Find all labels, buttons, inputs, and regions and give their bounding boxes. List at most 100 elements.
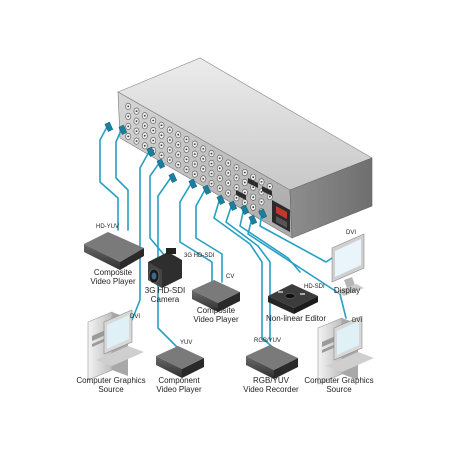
- computer-right-device: [317, 315, 374, 385]
- bnc-connector-pin: [135, 130, 138, 133]
- bnc-connector-pin: [127, 125, 130, 128]
- bnc-connector-pin: [218, 187, 221, 190]
- composite-player-2-tag: CV: [226, 274, 235, 280]
- recorder-tag: RGB/YUV: [254, 338, 282, 344]
- power-module: [272, 200, 290, 232]
- bnc-connector-pin: [193, 143, 196, 146]
- bnc-connector-pin: [143, 144, 146, 147]
- bnc-connector-pin: [193, 163, 196, 166]
- bnc-connector-pin: [210, 152, 213, 155]
- cable-editor: [239, 207, 301, 273]
- cable-composite-2b: [195, 187, 223, 283]
- bnc-connector-pin: [227, 172, 230, 174]
- bnc-connector-pin: [268, 195, 271, 198]
- composite-player-2-label-line2: Video Player: [193, 315, 239, 324]
- bnc-connector-pin: [235, 186, 238, 189]
- bnc-connector-pin: [152, 129, 155, 132]
- bnc-connector-pin: [135, 110, 138, 112]
- display-device: [331, 233, 365, 296]
- computer-right-label: Computer Graphics Source: [298, 376, 380, 394]
- cable-plug: [216, 194, 226, 205]
- composite-player-1-label-line2: Video Player: [90, 277, 136, 286]
- cable-plug: [248, 214, 258, 225]
- bnc-connector-pin: [260, 191, 263, 193]
- bnc-connector-pin: [152, 139, 155, 142]
- bnc-connector-pin: [227, 162, 230, 164]
- bnc-connector-pin: [193, 173, 196, 176]
- component-video-player-device: [156, 346, 204, 378]
- bnc-connector-pin: [177, 143, 180, 146]
- composite-player-1-label: Composite Video Player: [78, 268, 148, 286]
- bnc-connector-pin: [168, 129, 171, 131]
- computer-right-label-line1: Computer Graphics: [304, 376, 374, 385]
- bnc-connector-pin: [218, 157, 221, 160]
- bnc-connector-pin: [135, 120, 138, 122]
- camera-device: [148, 248, 182, 288]
- cable-composite-1: [99, 124, 119, 231]
- component-player-label-line1: Component: [158, 376, 200, 385]
- bnc-connector-pin: [160, 154, 163, 157]
- camera-label-line1: 3G HD-SDI: [144, 286, 186, 295]
- editor-label-line1: Non-linear Editor: [265, 314, 327, 323]
- chassis-side: [289, 157, 373, 239]
- bnc-connector-pin: [185, 158, 188, 161]
- bnc-connector-pin: [252, 196, 255, 199]
- bnc-connector-pin: [185, 168, 188, 171]
- composite-player-2-label-line1: Composite: [196, 306, 236, 315]
- bnc-connector-pin: [202, 148, 205, 150]
- recorder-label-line2: Video Recorder: [243, 385, 299, 394]
- bnc-connector-pin: [127, 105, 130, 108]
- dvi-connector: [236, 190, 246, 200]
- bnc-connector-pin: [185, 138, 188, 141]
- camera-label-line2: Camera: [150, 295, 180, 304]
- editor-label: Non-linear Editor: [260, 314, 332, 323]
- bnc-connector-pin: [160, 134, 163, 137]
- bnc-connector-pin: [252, 186, 255, 189]
- cable-plug: [202, 184, 212, 195]
- bnc-connector-pin: [235, 176, 238, 179]
- cable-recorder: [213, 197, 277, 351]
- recorder-label-line1: RGB/YUV: [252, 376, 289, 385]
- cables: [99, 124, 347, 351]
- cable-recorder-b: [225, 203, 271, 341]
- bnc-connector-pin: [168, 159, 171, 161]
- cable-plugs: [104, 121, 268, 225]
- bnc-connector-pin: [243, 191, 246, 194]
- composite-video-player-2-device: [192, 280, 240, 312]
- computer-left-label-line1: Computer Graphics: [76, 376, 146, 385]
- rear-connectors: [125, 102, 273, 216]
- bnc-connector-pin: [177, 133, 180, 136]
- bnc-connector-pin: [235, 166, 238, 169]
- bnc-connector-pin: [252, 206, 255, 209]
- bnc-connector-pin: [268, 185, 271, 188]
- bnc-connector-pin: [177, 163, 180, 166]
- bnc-connector-pin: [160, 124, 163, 127]
- dvi-connector: [262, 186, 272, 196]
- bnc-connector-pin: [193, 153, 196, 156]
- composite-player-1-tag: HD-YUV: [96, 224, 120, 230]
- component-player-tag: YUV: [180, 340, 193, 346]
- nonlinear-editor-device: [268, 284, 318, 314]
- bnc-connector-pin: [227, 192, 230, 194]
- bnc-connector-pin: [210, 182, 213, 185]
- display-tag: DVI: [346, 230, 357, 236]
- bnc-connector-pin: [218, 167, 221, 170]
- cable-composite-2: [179, 181, 213, 283]
- bnc-connector-pin: [260, 201, 263, 203]
- bnc-connector-pin: [143, 134, 146, 137]
- composite-video-player-device: [84, 232, 144, 270]
- bnc-connector-pin: [210, 172, 213, 175]
- display-label-line1: Display: [333, 286, 361, 295]
- cable-plug: [228, 200, 238, 211]
- bnc-connector-pin: [168, 149, 171, 151]
- composite-player-2-label: Composite Video Player: [183, 306, 249, 324]
- composite-player-1-label-line1: Composite: [93, 268, 133, 277]
- cable-computer-left: [131, 149, 151, 321]
- bnc-connector-pin: [252, 176, 255, 179]
- cable-plug: [168, 172, 178, 183]
- bnc-connector-pin: [185, 148, 188, 151]
- bnc-connector-pin: [202, 178, 205, 180]
- cable-composite-1b: [115, 127, 129, 231]
- display-label: Display: [330, 286, 364, 295]
